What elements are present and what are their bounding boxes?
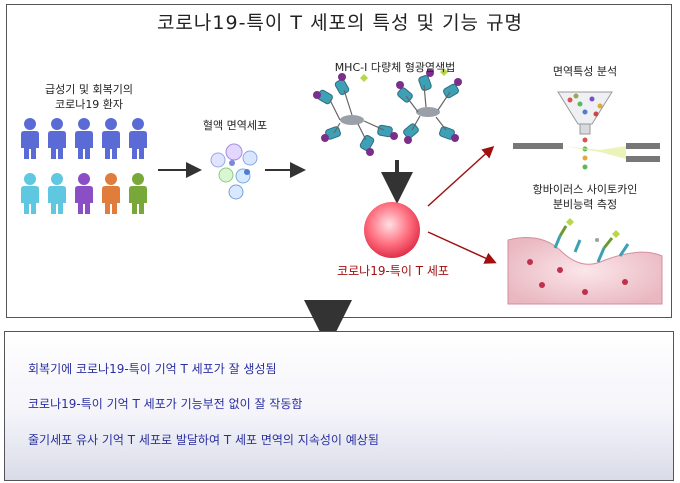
finding-3: 줄기세포 유사 기억 T 세포로 발달하여 T 세포 면역의 지속성이 예상됨 bbox=[28, 433, 379, 447]
patients-label-line2: 코로나19 환자 bbox=[54, 98, 124, 111]
person-icon bbox=[75, 118, 93, 159]
finding-1: 회복기에 코로나19-특이 기억 T 세포가 잘 생성됨 bbox=[28, 362, 277, 376]
patient-icons bbox=[21, 118, 147, 214]
person-icon bbox=[48, 118, 66, 159]
blood-cells-icon bbox=[210, 143, 258, 200]
tcell-icon bbox=[364, 202, 420, 258]
mhc-multimer-icon bbox=[313, 68, 462, 156]
cytokine-secretion-icon bbox=[507, 218, 663, 305]
person-icon bbox=[102, 173, 120, 214]
person-icon bbox=[129, 118, 147, 159]
immune-analysis-label: 면역특성 분석 bbox=[552, 65, 618, 78]
cytokine-label-line2: 분비능력 측정 bbox=[552, 198, 618, 211]
person-icon bbox=[102, 118, 120, 159]
cytokine-label-line1: 항바이러스 사이토카인 bbox=[532, 183, 638, 196]
arrow-to-cytokine bbox=[427, 231, 497, 264]
findings-panel bbox=[4, 331, 674, 481]
person-icon bbox=[48, 173, 66, 214]
arrow-to-analysis bbox=[427, 145, 495, 207]
cytokine-label: 항바이러스 사이토카인 분비능력 측정 bbox=[510, 182, 660, 212]
blood-cells-label: 혈액 면역세포 bbox=[202, 119, 268, 132]
person-icon bbox=[21, 118, 39, 159]
finding-2: 코로나19-특이 기억 T 세포가 기능부전 없이 잘 작동함 bbox=[28, 397, 303, 411]
person-icon bbox=[129, 173, 147, 214]
person-icon bbox=[75, 173, 93, 214]
mhc-label: MHC-I 다량체 형광염색법 bbox=[334, 61, 456, 74]
flow-cytometry-icon bbox=[513, 91, 660, 170]
person-icon bbox=[21, 173, 39, 214]
patients-label: 급성기 및 회복기의 코로나19 환자 bbox=[14, 82, 164, 112]
diagram-title: 코로나19-특이 T 세포의 특성 및 기능 규명 bbox=[156, 12, 524, 34]
tcell-label: 코로나19-특이 T 세포 bbox=[337, 264, 449, 278]
patients-label-line1: 급성기 및 회복기의 bbox=[45, 83, 133, 96]
